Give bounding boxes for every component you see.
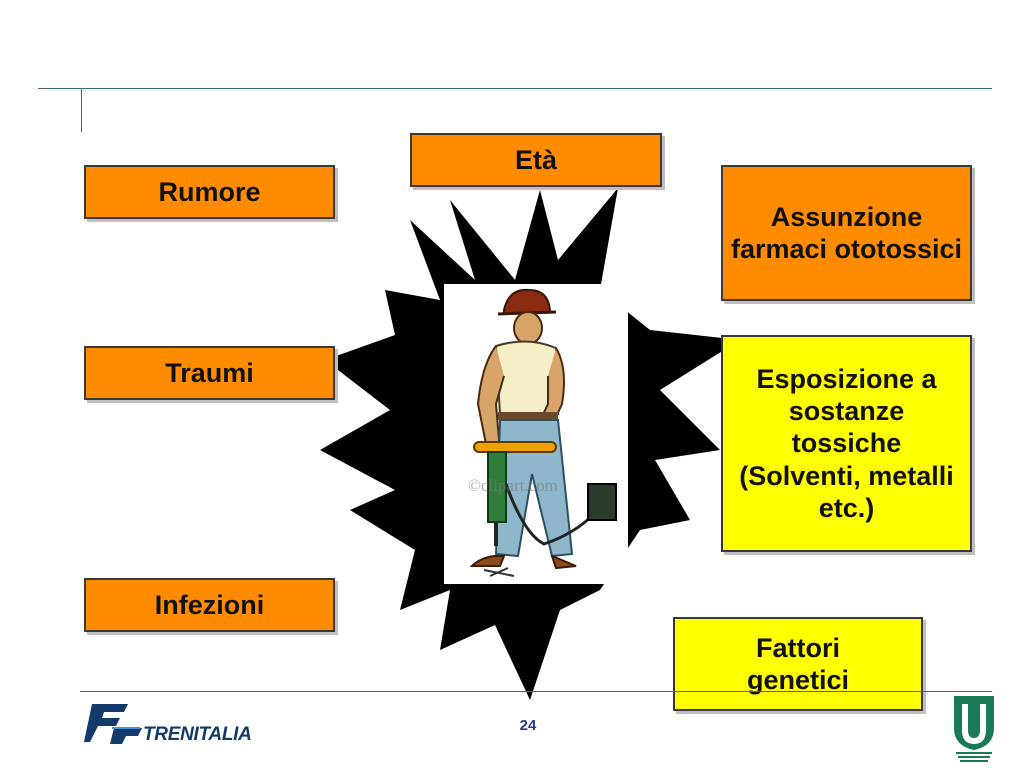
trenitalia-wordmark: TRENITALIA [143,724,252,745]
top-rule [38,88,992,89]
trenitalia-logo-icon [84,704,142,744]
bottom-rule [80,691,992,692]
factor-infezioni: Infezioni [84,578,335,632]
left-accent-rule [81,88,82,132]
page-number: 24 [519,717,537,734]
worker-illustration [444,284,628,584]
factor-eta: Età [410,133,662,187]
clipart-watermark: ©clipart.com [468,476,558,495]
university-logo-icon [946,694,1002,764]
factor-rumore: Rumore [84,165,335,219]
factor-assunzione-farmaci: Assunzione farmaci ototossici [721,165,972,301]
factor-traumi: Traumi [84,346,335,400]
factor-esposizione: Esposizione a sostanze tossiche (Solvent… [721,335,972,552]
factor-fattori-genetici: Fattori genetici [673,617,923,711]
